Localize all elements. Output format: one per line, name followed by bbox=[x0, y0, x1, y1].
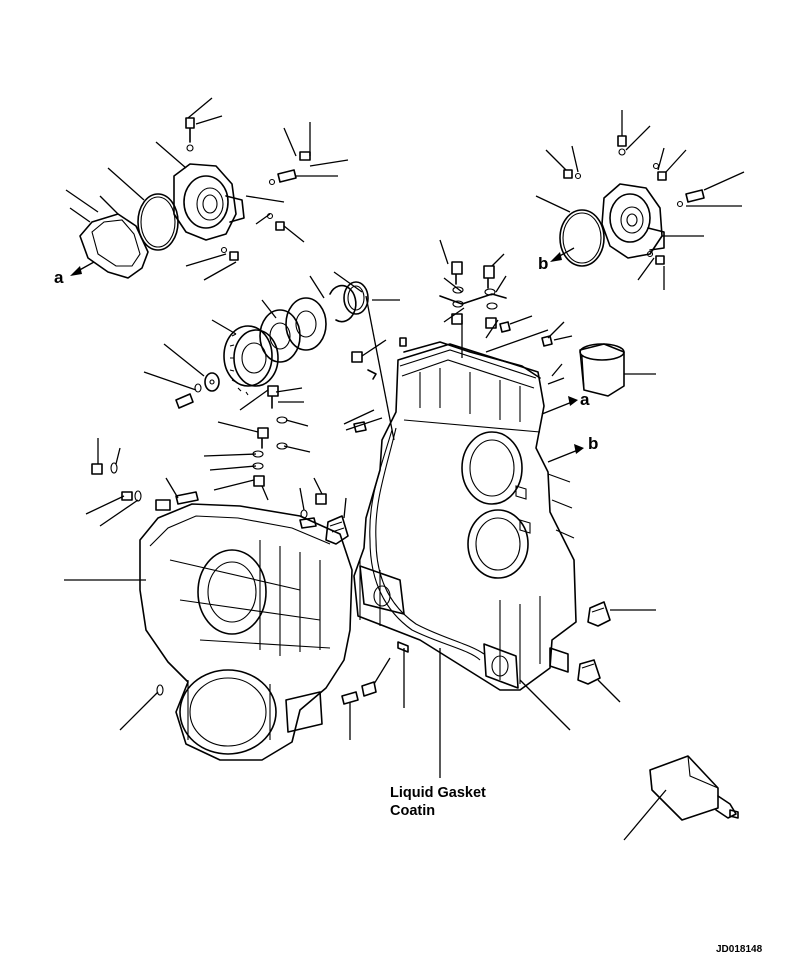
transmission-case-right bbox=[353, 341, 577, 691]
reference-label-a-mid: a bbox=[580, 390, 590, 409]
reference-arrows bbox=[70, 247, 584, 463]
transmission-case-left bbox=[91, 385, 353, 761]
valve-hardware bbox=[351, 261, 553, 433]
note-line-1: Liquid Gasket bbox=[390, 785, 486, 801]
leader-lines bbox=[64, 97, 745, 841]
reference-label-b-mid: b bbox=[588, 434, 599, 453]
upper-left-cover-assembly bbox=[79, 117, 311, 279]
plugs bbox=[325, 515, 611, 705]
drawing-code: JD018148 bbox=[716, 944, 763, 955]
gear-bearing-stack bbox=[175, 281, 369, 409]
liquid-gasket-note: Liquid Gasket Coatin bbox=[390, 784, 486, 820]
dust-cap bbox=[579, 343, 625, 397]
reference-label-a-left: a bbox=[54, 268, 64, 287]
reference-label-b-right: b bbox=[538, 254, 549, 273]
upper-right-cover-assembly bbox=[559, 135, 705, 267]
sensor-plug bbox=[649, 755, 739, 821]
note-line-2: Coatin bbox=[390, 803, 436, 819]
